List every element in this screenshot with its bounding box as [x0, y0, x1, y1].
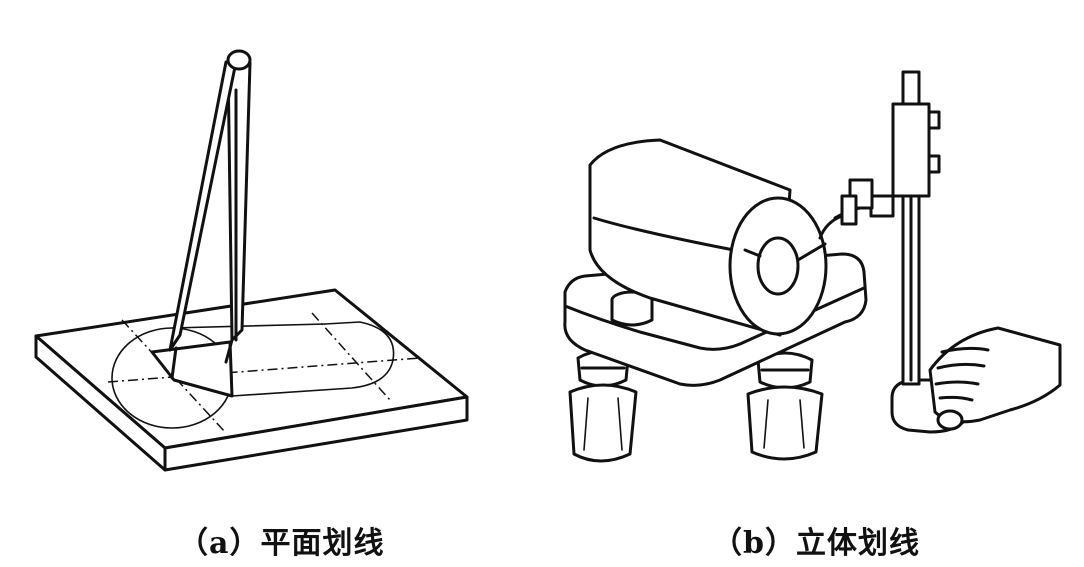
- solid-marking-illustration: [563, 70, 1062, 463]
- cylinder-workpiece-icon: [588, 138, 828, 337]
- scriber-icon: [168, 49, 252, 380]
- plane-marking-illustration: [34, 49, 469, 472]
- hand-icon: [928, 326, 1062, 431]
- layout-marks: [107, 312, 421, 433]
- caption-plane-marking: （a）平面划线: [178, 526, 385, 561]
- caption-solid-marking: （b）立体划线: [712, 526, 920, 561]
- surface-plate-icon: [34, 288, 469, 472]
